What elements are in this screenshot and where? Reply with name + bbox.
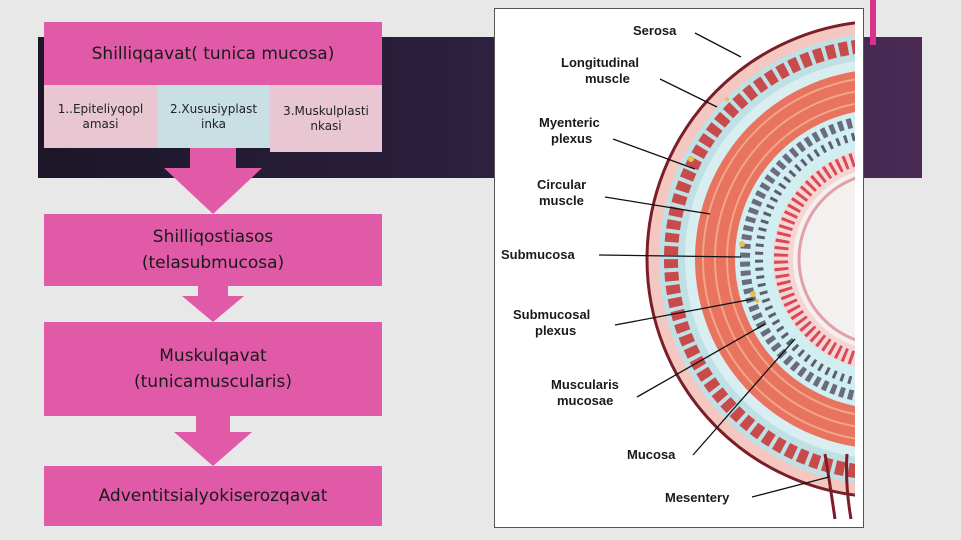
label-muscularis-1: Muscularis xyxy=(551,377,619,392)
accent-bar xyxy=(870,0,876,45)
label-submucosa: Submucosa xyxy=(501,247,575,262)
submucosa-line-1: Shilliqostiasos xyxy=(152,227,274,247)
label-mucosa: Mucosa xyxy=(627,447,676,462)
arrow-3 xyxy=(174,416,252,466)
label-muscularis-2: mucosae xyxy=(557,393,613,408)
adventitia-layer-box: Adventitsialyokiserozqavat xyxy=(44,466,382,526)
sub-item-muscularis-mucosae: 3.Muskulplasti nkasi xyxy=(270,85,382,152)
label-mesentery: Mesentery xyxy=(665,490,730,505)
mucosa-layer-title: Shilliqqavat( tunica mucosa) xyxy=(44,22,382,85)
muscular-line-2: (tunicamuscularis) xyxy=(134,372,292,392)
arrow-2 xyxy=(182,286,244,322)
gut-wall-diagram: Serosa Longitudinal muscle Myenteric ple… xyxy=(494,8,864,528)
submucosa-line-2: (telasubmucosa) xyxy=(141,253,285,273)
muscular-line-1: Muskulqavat xyxy=(159,346,267,366)
label-longitudinal-2: muscle xyxy=(585,71,630,86)
label-myenteric-2: plexus xyxy=(551,131,592,146)
muscular-layer-box: Muskulqavat (tunicamuscularis) xyxy=(44,322,382,416)
label-circular-1: Circular xyxy=(537,177,586,192)
label-submucosal-2: plexus xyxy=(535,323,576,338)
gut-wall-illustration: Serosa Longitudinal muscle Myenteric ple… xyxy=(501,21,855,520)
label-myenteric-1: Myenteric xyxy=(539,115,600,130)
label-submucosal-1: Submucosal xyxy=(513,307,590,322)
label-serosa: Serosa xyxy=(633,23,677,38)
sub-item-epithelium: 1..Epiteliyqopl amasi xyxy=(44,85,157,148)
arrow-1 xyxy=(164,148,262,214)
label-longitudinal-1: Longitudinal xyxy=(561,55,639,70)
submucosa-layer-box: Shilliqostiasos (telasubmucosa) xyxy=(44,214,382,286)
label-circular-2: muscle xyxy=(539,193,584,208)
sub-item-lamina-propria: 2.Xususiyplast inka xyxy=(157,85,270,148)
